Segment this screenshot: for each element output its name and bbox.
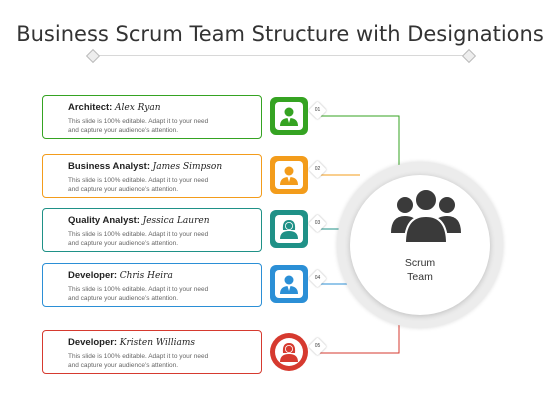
member-number: 05: [314, 343, 321, 349]
member-number: 04: [314, 275, 321, 281]
member-role: Quality Analyst:: [68, 215, 140, 226]
member-description: This slide is 100% editable. Adapt it to…: [68, 352, 233, 370]
member-number-badge: 02: [308, 160, 327, 179]
member-description-line1: This slide is 100% editable. Adapt it to…: [68, 286, 209, 293]
member-icon-tile-02: [270, 156, 308, 194]
member-role: Business Analyst:: [68, 161, 151, 172]
member-description-line2: and capture your audience’s attention.: [68, 362, 179, 369]
member-description-line1: This slide is 100% editable. Adapt it to…: [68, 353, 209, 360]
businesswoman-icon: [280, 220, 298, 239]
member-role: Developer:: [68, 337, 118, 348]
title-divider: [92, 55, 468, 56]
connector-01: [318, 115, 400, 168]
member-number: 02: [314, 166, 321, 172]
member-heading: Quality Analyst: Jessica Lauren: [68, 214, 261, 228]
member-card-02: Business Analyst: James Simpson This sli…: [42, 154, 262, 198]
member-number: 01: [314, 107, 321, 113]
member-number-badge: 04: [308, 269, 327, 288]
member-heading: Developer: Kristen Williams: [68, 336, 261, 350]
member-name: Kristen Williams: [119, 338, 195, 348]
team-group-icon: [391, 188, 461, 244]
member-name: Alex Ryan: [114, 103, 161, 113]
member-description: This slide is 100% editable. Adapt it to…: [68, 176, 233, 194]
member-card-03: Quality Analyst: Jessica Lauren This sli…: [42, 208, 262, 252]
member-description-line1: This slide is 100% editable. Adapt it to…: [68, 118, 209, 125]
member-description-line2: and capture your audience’s attention.: [68, 127, 179, 134]
member-icon-tile-03: [270, 210, 308, 248]
member-role: Developer:: [68, 270, 118, 281]
member-description-line1: This slide is 100% editable. Adapt it to…: [68, 231, 209, 238]
member-role: Architect:: [68, 102, 113, 113]
member-number: 03: [314, 220, 321, 226]
businessman-icon: [280, 275, 298, 294]
hub-label-line1: Scrum: [404, 257, 436, 269]
member-description-line2: and capture your audience’s attention.: [68, 295, 179, 302]
member-number-badge: 01: [308, 101, 327, 120]
member-card-05: Developer: Kristen Williams This slide i…: [42, 330, 262, 374]
member-description: This slide is 100% editable. Adapt it to…: [68, 117, 233, 135]
member-icon-tile-01: [270, 97, 308, 135]
member-heading: Business Analyst: James Simpson: [68, 160, 261, 174]
member-card-01: Architect: Alex Ryan This slide is 100% …: [42, 95, 262, 139]
member-number-badge: 05: [308, 337, 327, 356]
member-description: This slide is 100% editable. Adapt it to…: [68, 230, 233, 248]
hub-label-line2: Team: [407, 271, 433, 283]
member-name: Chris Heira: [119, 271, 173, 281]
member-icon-tile-05: [270, 333, 308, 371]
hub-label: Scrum Team: [380, 256, 460, 284]
member-heading: Developer: Chris Heira: [68, 269, 261, 283]
connector-05: [318, 322, 400, 354]
member-name: Jessica Lauren: [142, 216, 210, 226]
slide-title: Business Scrum Team Structure with Desig…: [16, 22, 544, 46]
member-icon-tile-04: [270, 265, 308, 303]
member-description: This slide is 100% editable. Adapt it to…: [68, 285, 233, 303]
member-number-badge: 03: [308, 214, 327, 233]
businesswoman-icon: [280, 343, 298, 362]
member-description-line1: This slide is 100% editable. Adapt it to…: [68, 177, 209, 184]
member-description-line2: and capture your audience’s attention.: [68, 240, 179, 247]
businessman-icon: [280, 166, 298, 185]
member-description-line2: and capture your audience’s attention.: [68, 186, 179, 193]
member-name: James Simpson: [152, 162, 223, 172]
businessman-icon: [280, 107, 298, 126]
member-heading: Architect: Alex Ryan: [68, 101, 261, 115]
member-card-04: Developer: Chris Heira This slide is 100…: [42, 263, 262, 307]
